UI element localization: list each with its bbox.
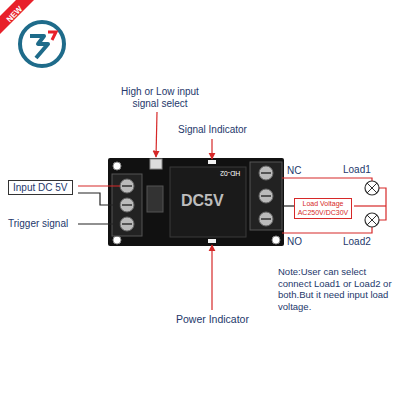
wire [282, 227, 372, 233]
wire [282, 205, 294, 206]
logo-ring [20, 22, 64, 66]
wire [282, 178, 372, 181]
lamp-symbol [365, 181, 379, 195]
wire [354, 205, 386, 206]
leader-line [211, 139, 212, 159]
pcb-board [108, 158, 284, 246]
signal-name: Trigger signal [8, 218, 68, 230]
lamp-symbol [365, 213, 379, 227]
leader-line [211, 245, 212, 310]
relay-body [170, 167, 246, 237]
callout-label: Signal Indicator [178, 124, 247, 136]
wire [78, 193, 120, 205]
signal-led [208, 160, 216, 164]
wire [78, 185, 120, 186]
transistor [147, 186, 163, 212]
load-name: Load1 [343, 164, 371, 176]
output-terminal [250, 162, 282, 230]
power-led [208, 239, 216, 243]
note-text: Note:User can select connect Load1 or Lo… [278, 266, 398, 312]
box-text: Input DC 5V [13, 182, 68, 193]
relay-marking: DC5V [181, 192, 224, 210]
select-switch [150, 159, 162, 169]
leader-line [156, 112, 157, 157]
terminal-screws [120, 179, 134, 231]
load-voltage-box: Load Voltage AC250V/DC30V [294, 198, 352, 219]
logo-mark [30, 36, 48, 58]
input-box: Input DC 5V [8, 180, 73, 195]
load-name: Load2 [343, 236, 371, 248]
callout-label: High or Low input signal select [112, 86, 208, 110]
wire [379, 188, 386, 220]
box-text: Load Voltage AC250V/DC30V [297, 200, 349, 217]
pin-name: NO [287, 236, 302, 248]
logo-accent [48, 32, 56, 40]
callout-label: Power Indicator [176, 313, 249, 325]
wire [78, 223, 120, 224]
mount-hole [113, 162, 121, 170]
pin-name: NC [287, 165, 301, 177]
mount-hole [272, 236, 280, 244]
terminal-screws [259, 166, 273, 226]
mount-hole [113, 236, 121, 244]
board-marking: HD-02 [220, 169, 240, 177]
